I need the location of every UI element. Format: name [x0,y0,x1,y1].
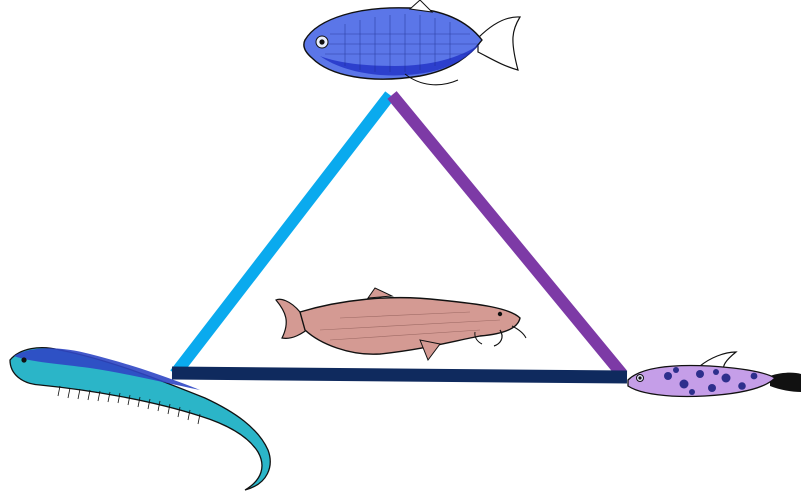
catfish-icon [276,288,526,360]
killifish-icon [628,352,801,397]
tetra-fish-icon [304,0,520,85]
triangle-edge-bottom [172,373,627,377]
